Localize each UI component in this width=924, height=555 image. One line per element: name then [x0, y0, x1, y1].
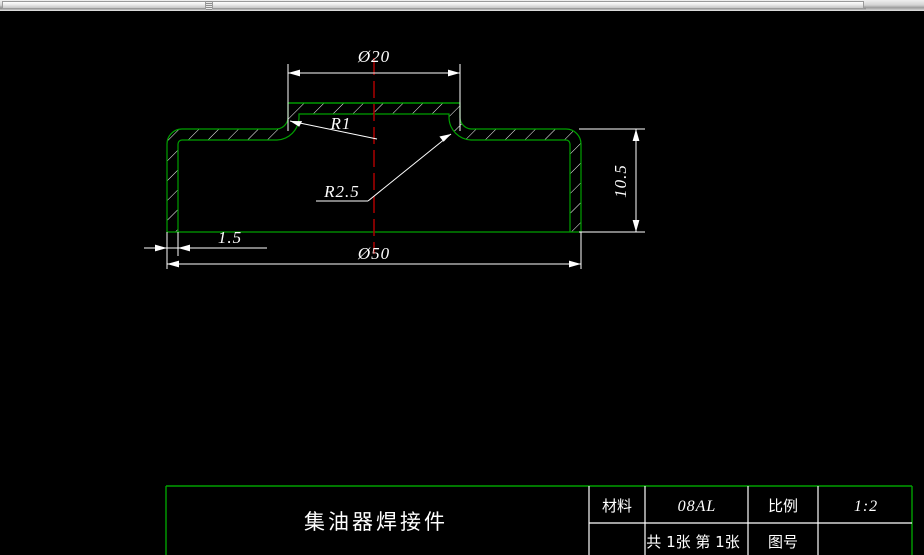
dim-thickness-label: 1.5 — [218, 228, 242, 247]
leader-radius-1: R1 — [289, 114, 378, 140]
title-block-material-label: 材料 — [602, 497, 632, 515]
dimension-thickness: 1.5 — [144, 228, 267, 256]
dim-thk-arrow-inner — [178, 244, 190, 252]
dim-h-arrow-bottom — [632, 220, 640, 232]
dim-dia50-label: Ø50 — [357, 244, 390, 263]
title-block-drawing-no-label: 图号 — [768, 533, 798, 551]
leader-r25-line — [367, 133, 452, 202]
title-block-sheet-label: 共 1张 第 1张 — [646, 533, 739, 551]
toolbar[interactable] — [0, 0, 924, 11]
title-block[interactable]: 集油器焊接件 材料 08AL 比例 1:2 共 1张 第 1张 图号 — [165, 485, 913, 555]
drawing-canvas[interactable]: Ø20 Ø50 1.5 — [0, 11, 924, 555]
leader-radius-2p5: R2.5 — [316, 133, 452, 202]
toolbar-pane-left[interactable] — [2, 1, 206, 9]
title-block-part-name: 集油器焊接件 — [304, 510, 448, 534]
dimension-dia20: Ø20 — [287, 47, 461, 131]
dim-dia20-label: Ø20 — [357, 47, 390, 66]
dim-dia50-arrow-left — [167, 260, 179, 268]
title-block-scale-value: 1:2 — [854, 498, 878, 515]
leader-r1-arrow — [290, 121, 303, 127]
leader-r25-label: R2.5 — [323, 182, 360, 201]
title-block-material-value: 08AL — [678, 498, 717, 515]
toolbar-drag-grip[interactable] — [206, 1, 212, 10]
dim-h-arrow-top — [632, 129, 640, 141]
technical-drawing: Ø20 Ø50 1.5 — [144, 47, 913, 555]
dim-height-label: 10.5 — [611, 164, 630, 198]
title-block-scale-label: 比例 — [768, 497, 798, 515]
dimension-height: 10.5 — [579, 128, 645, 233]
leader-r1-label: R1 — [330, 114, 352, 133]
dim-dia50-arrow-right — [569, 260, 581, 268]
dim-dia20-arrow-right — [448, 69, 460, 77]
toolbar-pane-main[interactable] — [212, 1, 864, 9]
section-hatching — [167, 103, 581, 232]
leader-r25-arrow — [439, 134, 451, 142]
toolbar-pane-right[interactable] — [866, 0, 924, 11]
dim-thk-arrow-outer — [155, 244, 167, 252]
dim-dia20-arrow-left — [288, 69, 300, 77]
leader-r1-line — [289, 120, 378, 140]
